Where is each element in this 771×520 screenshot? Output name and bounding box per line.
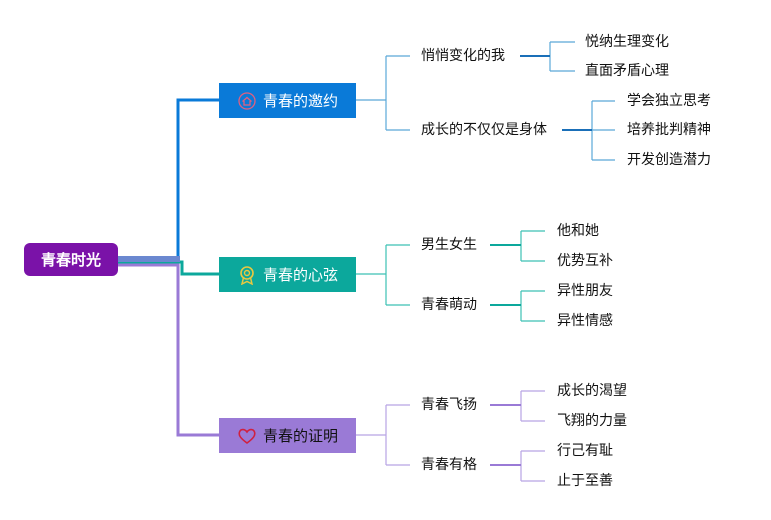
leaf-highest-good[interactable]: 止于至善 — [557, 473, 613, 489]
topic-quiet-change[interactable]: 悄悄变化的我 — [421, 48, 505, 64]
leaf-complementary[interactable]: 优势互补 — [557, 253, 613, 269]
connector-root-branch1 — [118, 98, 219, 261]
connector-branch3-children — [356, 390, 545, 482]
leaf-independent-thinking[interactable]: 学会独立思考 — [627, 93, 711, 109]
topic-budding[interactable]: 青春萌动 — [421, 297, 477, 313]
leaf-creative-potential[interactable]: 开发创造潜力 — [627, 152, 711, 168]
leaf-opposite-sex-feelings[interactable]: 异性情感 — [557, 313, 613, 329]
topic-youth-character[interactable]: 青春有格 — [421, 457, 477, 473]
topic-youth-soaring[interactable]: 青春飞扬 — [421, 397, 477, 413]
root-label: 青春时光 — [40, 251, 101, 269]
branch-node-invitation[interactable]: 青春的邀约 — [219, 83, 356, 118]
leaf-opposite-sex-friends[interactable]: 异性朋友 — [557, 283, 613, 299]
leaf-accept-changes[interactable]: 悦纳生理变化 — [585, 34, 669, 50]
branch-node-heartstrings[interactable]: 青春的心弦 — [219, 257, 356, 292]
leaf-he-and-she[interactable]: 他和她 — [557, 223, 599, 239]
branch-label: 青春的证明 — [262, 427, 338, 445]
leaf-power-of-flight[interactable]: 飞翔的力量 — [557, 413, 627, 429]
connector-root-branch3 — [118, 263, 219, 437]
leaf-face-contradictions[interactable]: 直面矛盾心理 — [585, 63, 669, 79]
branch-label: 青春的心弦 — [262, 266, 338, 284]
branch-node-proof[interactable]: 青春的证明 — [219, 418, 356, 453]
leaf-critical-spirit[interactable]: 培养批判精神 — [627, 122, 711, 138]
leaf-sense-of-shame[interactable]: 行己有耻 — [557, 443, 613, 459]
house-icon — [237, 91, 257, 111]
heart-icon — [237, 426, 257, 446]
topic-more-than-body[interactable]: 成长的不仅仅是身体 — [421, 122, 547, 138]
branch-label: 青春的邀约 — [262, 92, 338, 110]
leaf-desire-to-grow[interactable]: 成长的渴望 — [557, 383, 627, 399]
topic-boys-girls[interactable]: 男生女生 — [421, 237, 477, 253]
root-node[interactable]: 青春时光 — [24, 243, 118, 276]
award-ribbon-icon — [237, 265, 257, 285]
